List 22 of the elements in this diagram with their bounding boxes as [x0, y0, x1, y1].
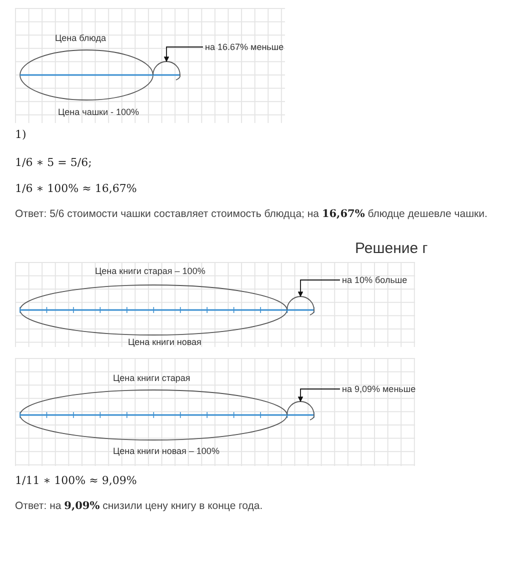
annotation-text: на 16.67% меньше [205, 42, 284, 52]
segment-label: Цена книги старая [113, 373, 190, 383]
leader-line [298, 388, 340, 402]
annotation-text: на 10% больше [342, 275, 408, 285]
item-number: 1) [15, 128, 26, 141]
formula: 1/6 ∗ 5 = 5/6; [15, 156, 92, 169]
segment-label: Цена книги старая – 100% [95, 266, 206, 276]
answer-text: Ответ: 5/6 стоимости чашки составляет стоимость блюдца; на 16,67% блюдце дешевле чашки. [15, 208, 488, 220]
formula: 1/11 ∗ 100% ≈ 9,09% [15, 474, 137, 487]
annotation-text: на 9,09% меньше [342, 384, 416, 394]
small-arc [152, 61, 181, 80]
small-arc [286, 296, 315, 316]
leader-line [298, 280, 340, 298]
formula: 1/6 ∗ 100% ≈ 16,67% [15, 182, 137, 195]
segment-label: Цена чашки - 100% [58, 107, 140, 117]
segment-label: Цена книги новая – 100% [113, 446, 220, 456]
small-arc [286, 401, 315, 420]
section-heading: Решение г [355, 240, 428, 257]
answer-text: Ответ: на 9,09% снизили цену книгу в конце года. [15, 500, 263, 512]
segment-label: Цена блюда [55, 33, 106, 43]
segment-label: Цена книги новая [128, 337, 202, 347]
leader-line [164, 46, 204, 62]
